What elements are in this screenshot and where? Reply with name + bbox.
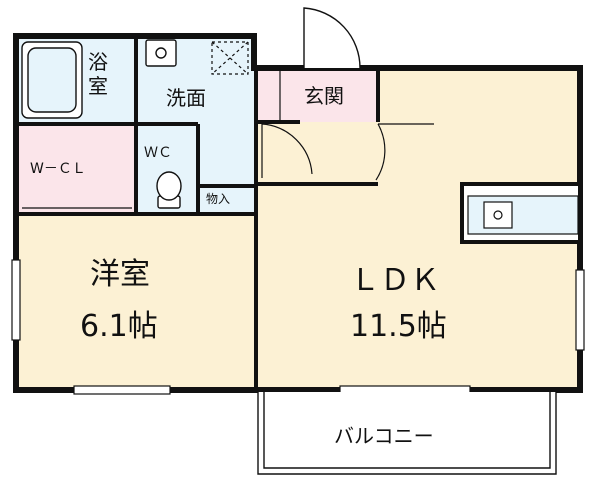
washroom-label: 洗面 bbox=[166, 86, 206, 110]
western-room-name: 洋室 bbox=[90, 257, 150, 292]
ldk-door-swing bbox=[375, 123, 434, 181]
toilet-icon bbox=[156, 171, 182, 209]
bath-label-char1: 浴 bbox=[88, 50, 108, 74]
bath-label: 浴 室 bbox=[88, 52, 108, 96]
genkan-label: 玄関 bbox=[304, 84, 344, 108]
entry-hall-floor bbox=[258, 122, 378, 184]
washing-machine-icon bbox=[211, 41, 249, 75]
bathtub-icon bbox=[21, 41, 83, 119]
western-room-size: 6.1帖 bbox=[80, 309, 158, 344]
western-room-floor bbox=[16, 214, 256, 390]
window-western-left bbox=[11, 259, 21, 341]
balcony-label: バルコニー bbox=[334, 424, 434, 448]
kitchen-counter bbox=[460, 182, 582, 244]
window-ldk-right bbox=[575, 269, 585, 351]
wc-label: ＷＣ bbox=[144, 145, 172, 161]
hall-door-swing bbox=[261, 123, 313, 178]
storage-floor bbox=[198, 186, 254, 214]
wcl-label: W－ＣＬ bbox=[30, 161, 86, 177]
entrance-door-swing bbox=[303, 7, 361, 69]
ldk-name: ＬＤＫ bbox=[350, 263, 440, 298]
ldk-size: 11.5帖 bbox=[350, 309, 447, 344]
balcony-outline bbox=[257, 392, 557, 475]
genkan-step bbox=[258, 68, 280, 122]
storage-label: 物入 bbox=[206, 192, 231, 206]
kitchen-sink-icon bbox=[483, 201, 513, 229]
bath-label-char2: 室 bbox=[88, 74, 108, 98]
washbasin-icon bbox=[145, 39, 177, 67]
wcl-floor bbox=[16, 124, 136, 214]
outer-wall-main bbox=[13, 33, 583, 393]
window-western-bottom bbox=[73, 385, 171, 395]
